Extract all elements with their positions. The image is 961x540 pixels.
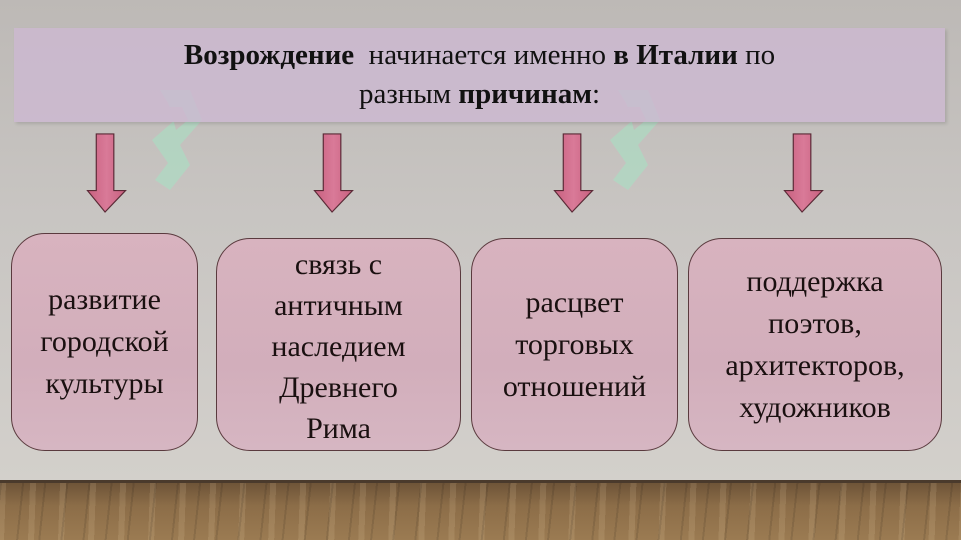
reason-text: городской — [40, 325, 169, 358]
title-line-2: разным причинам: — [14, 75, 945, 114]
reason-box-ancient-heritage: связь с античным наследием Древнего Рима — [216, 238, 461, 451]
reason-text: наследием — [271, 330, 406, 363]
title-term-italy: в Италии — [613, 39, 738, 71]
title-text: начинается именно — [354, 39, 614, 71]
title-text: по — [737, 39, 776, 71]
reason-text: отношений — [502, 369, 647, 403]
reason-text: культуры — [45, 367, 164, 400]
reason-text: поэтов, — [768, 306, 862, 340]
reason-text: связь с — [294, 248, 383, 281]
title-text: разным — [358, 78, 459, 110]
title-term-renaissance: Возрождение — [183, 39, 355, 71]
reason-text: торговых — [515, 327, 634, 361]
title-banner: Возрождение начинается именно в Италии п… — [14, 28, 945, 122]
down-arrow-icon — [553, 133, 594, 213]
reason-text: Древнего — [279, 371, 398, 404]
reason-text: развитие — [48, 283, 161, 316]
reason-box-trade: расцвет торговых отношений — [471, 238, 678, 451]
down-arrow-icon — [86, 133, 127, 213]
title-term-reasons: причинам — [458, 78, 592, 110]
reason-text: античным — [274, 289, 403, 322]
reason-text: Рима — [306, 412, 371, 445]
title-line-1: Возрождение начинается именно в Италии п… — [14, 36, 945, 75]
wall-floor-divider — [0, 480, 961, 483]
down-arrow-icon — [783, 133, 824, 213]
reason-box-urban-culture: развитие городской культуры — [11, 233, 198, 451]
down-arrow-icon — [313, 133, 354, 213]
wooden-floor — [0, 483, 961, 540]
reason-text: расцвет — [525, 285, 624, 319]
reason-text: художников — [739, 390, 891, 424]
reason-text: архитекторов, — [725, 348, 905, 382]
title-text: : — [591, 78, 601, 110]
reason-box-patronage: поддержка поэтов, архитекторов, художник… — [688, 238, 942, 451]
reason-text: поддержка — [746, 264, 884, 298]
